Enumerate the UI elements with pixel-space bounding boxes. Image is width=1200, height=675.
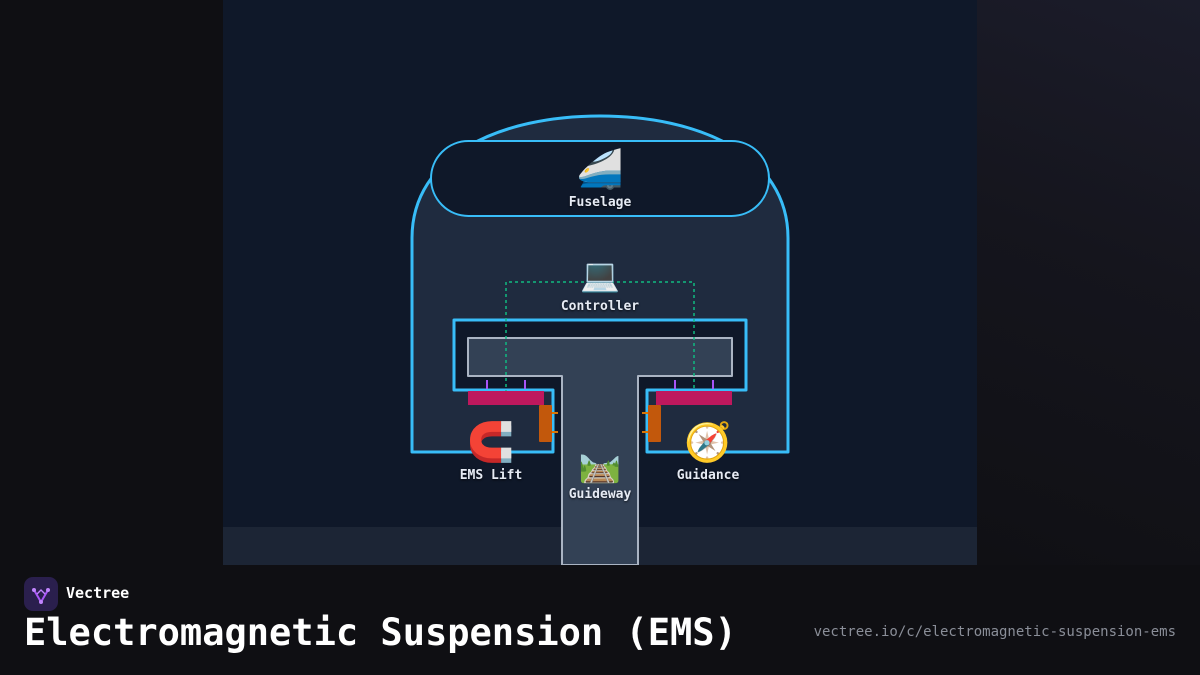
guideway-rail: [467, 337, 733, 565]
vectree-logo[interactable]: [24, 577, 58, 611]
magnet-icon: 🧲: [467, 420, 515, 464]
ems-diagram: [410, 114, 790, 565]
lift-magnet-right: [656, 391, 732, 405]
guideway-label: Guideway: [568, 487, 632, 502]
controller-label: Controller: [560, 299, 640, 314]
fuselage-cabin: [430, 140, 770, 217]
railway-track-icon: 🛤️: [578, 445, 622, 485]
brand-name[interactable]: Vectree: [66, 584, 130, 602]
guidance-magnet-left: [539, 405, 552, 442]
ems-lift-label: EMS Lift: [459, 468, 523, 483]
guidance-label: Guidance: [676, 468, 740, 483]
lift-magnet-left: [468, 391, 544, 405]
fuselage-label: Fuselage: [568, 195, 632, 210]
source-url[interactable]: vectree.io/c/electromagnetic-suspension-…: [813, 624, 1176, 640]
control-signal-line: [505, 281, 695, 405]
compass-icon: 🧭: [684, 420, 732, 464]
page-title: Electromagnetic Suspension (EMS): [24, 611, 737, 654]
guidance-magnet-right: [648, 405, 661, 442]
background-panel: [976, 0, 1200, 565]
train-icon: 🚄: [576, 147, 624, 191]
diagram-stage: 🚄 Fuselage 💻 Controller 🧲 EMS Lift 🧭 Gui…: [223, 0, 977, 565]
laptop-icon: 💻: [580, 256, 620, 294]
